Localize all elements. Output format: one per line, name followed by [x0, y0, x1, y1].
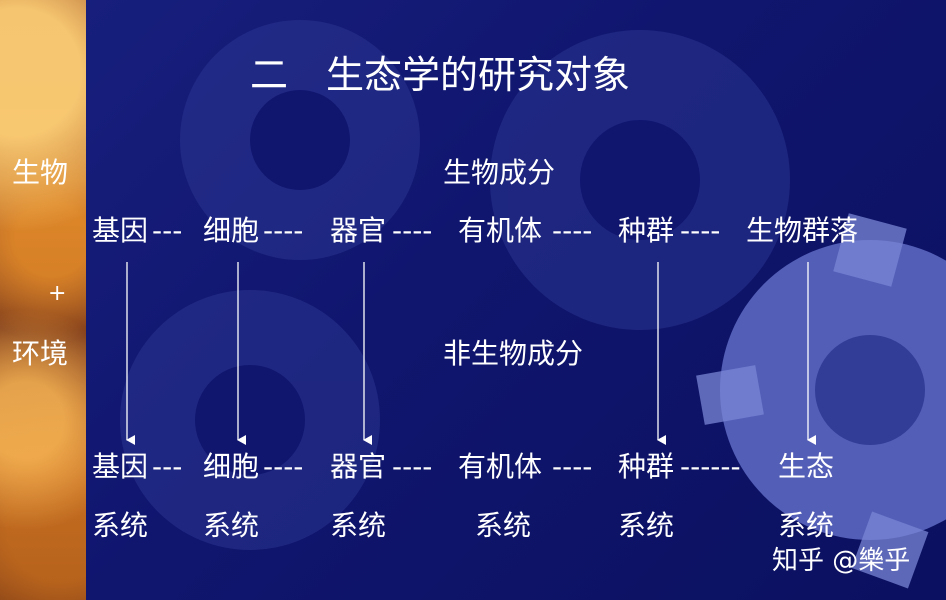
system-label: 系统	[92, 509, 149, 542]
bottom-level-ecosystem: 生态	[778, 450, 835, 483]
top-level-population: 种群	[618, 214, 675, 247]
top-level-cell: 细胞	[203, 214, 260, 247]
top-level-organ: 器官	[330, 214, 387, 247]
top-dash-4: ----	[552, 214, 593, 247]
side-label-organism: 生物	[12, 156, 69, 189]
system-label: 系统	[203, 509, 260, 542]
bottom-dash-5: ------	[680, 450, 741, 483]
decorative-side-strip	[0, 0, 86, 600]
top-dash-2: ----	[263, 214, 304, 247]
top-dash-3: ----	[392, 214, 433, 247]
top-level-organism: 有机体	[458, 214, 543, 247]
bottom-dash-3: ----	[392, 450, 433, 483]
bottom-level-population: 种群	[618, 450, 675, 483]
slide-title: 二 生态学的研究对象	[250, 53, 631, 97]
abiotic-component-label: 非生物成分	[443, 337, 584, 370]
side-label-plus: +	[48, 281, 67, 306]
bottom-level-organism: 有机体	[458, 450, 543, 483]
biotic-component-label: 生物成分	[443, 156, 556, 189]
system-label: 系统	[330, 509, 387, 542]
zhihu-watermark: 知乎 @樂乎	[772, 546, 911, 576]
bottom-level-organ: 器官	[330, 450, 387, 483]
bottom-dash-1: ---	[152, 450, 183, 483]
top-level-community: 生物群落	[746, 214, 859, 247]
system-label: 系统	[618, 509, 675, 542]
top-dash-1: ---	[152, 214, 183, 247]
bottom-level-gene: 基因	[92, 450, 149, 483]
system-label: 系统	[475, 509, 532, 542]
bottom-level-cell: 细胞	[203, 450, 260, 483]
bottom-dash-4: ----	[552, 450, 593, 483]
top-dash-5: ----	[680, 214, 721, 247]
bottom-dash-2: ----	[263, 450, 304, 483]
side-label-environment: 环境	[12, 337, 69, 370]
system-label: 系统	[778, 509, 835, 542]
top-level-gene: 基因	[92, 214, 149, 247]
